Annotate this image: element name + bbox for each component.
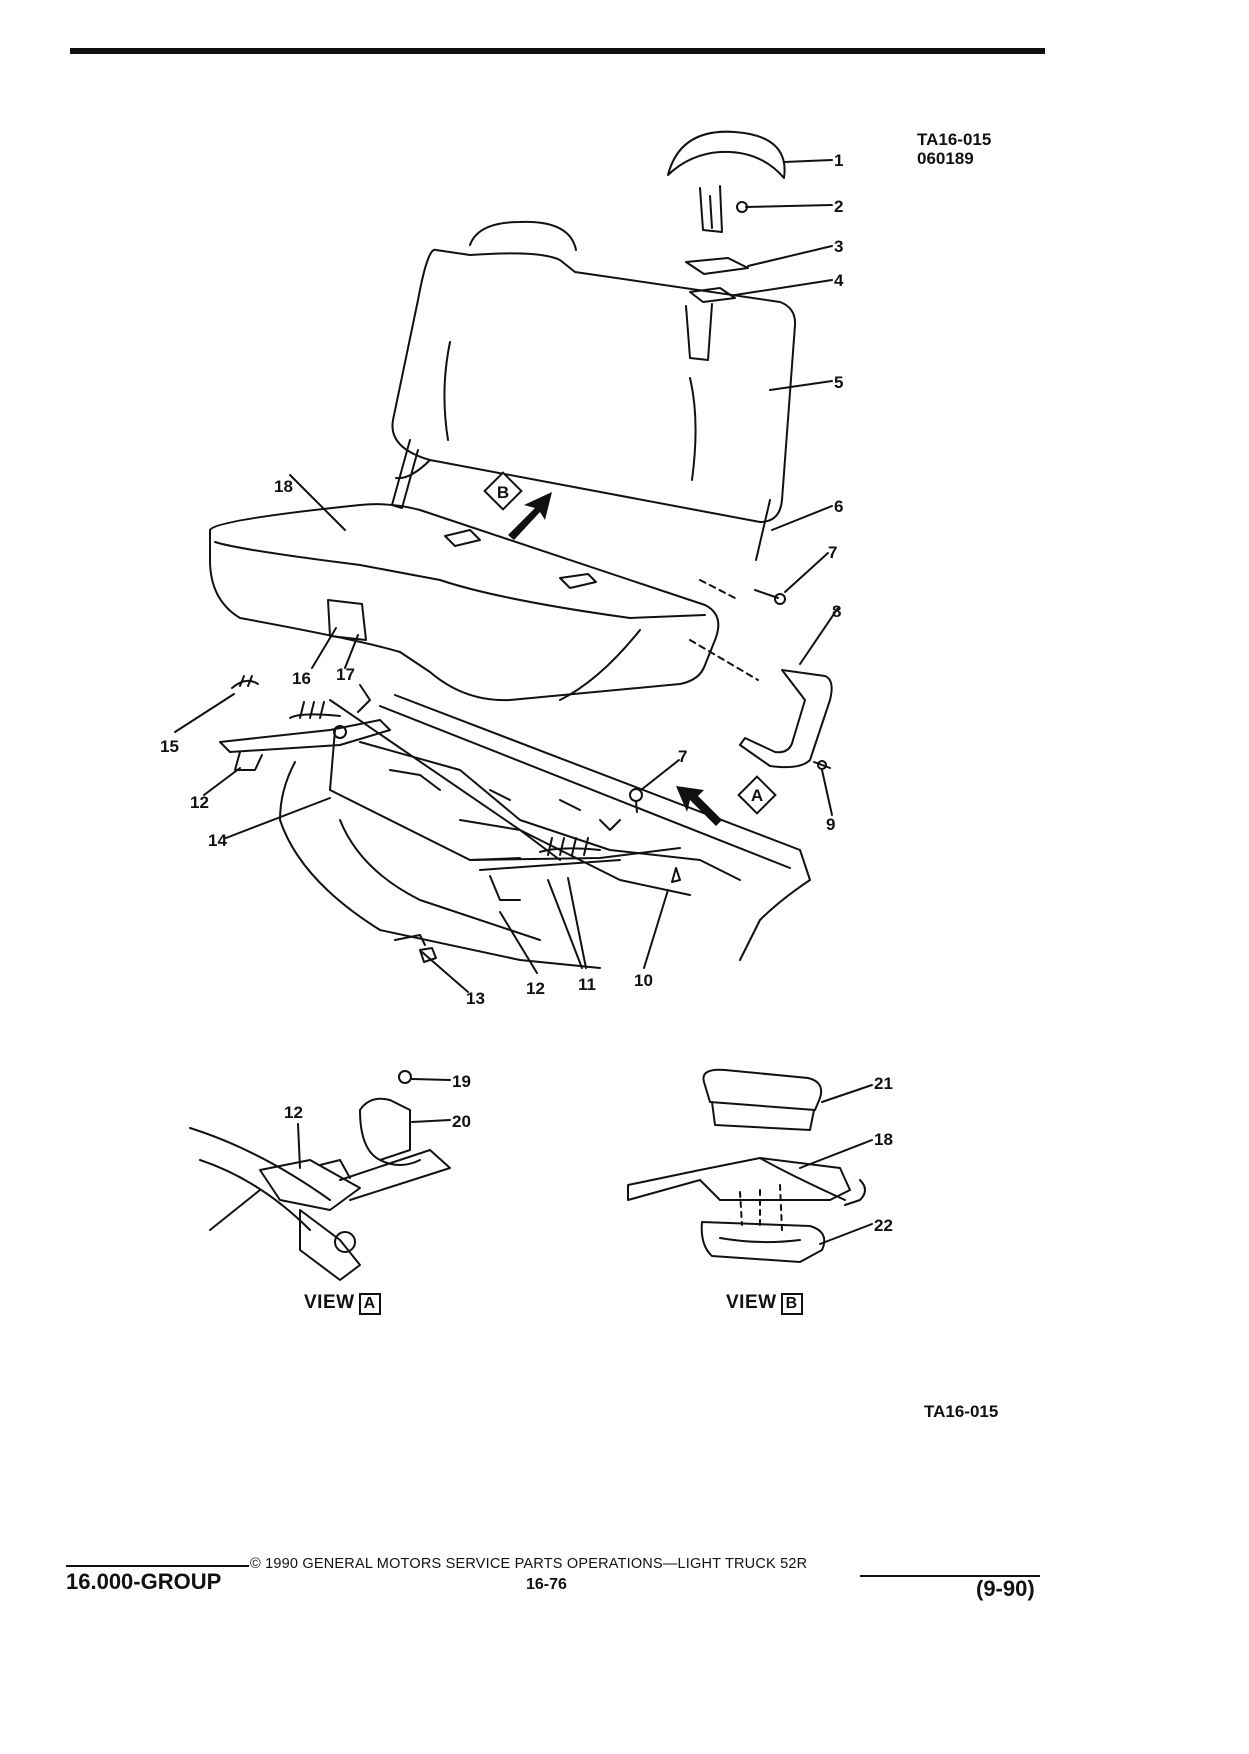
leader-18b [799,1139,873,1169]
callout-5: 5 [834,373,843,392]
leader-8 [799,607,839,665]
callout-11: 11 [578,975,596,994]
footer-rule-left [66,1565,249,1567]
view-a-arrow: A [676,775,777,826]
view-b-caption-letter: B [780,1293,803,1315]
leader-1 [783,159,833,163]
leader-12a [203,767,241,796]
leader-14 [225,797,331,839]
hidden-lines [689,579,759,681]
leader-16 [311,627,337,669]
bolt-part-7b [629,788,643,813]
screw-part-19 [398,1070,412,1084]
headrest-part [667,130,786,233]
callout-14: 14 [208,831,227,850]
leader-12c [297,1123,301,1169]
view-b-caption-word: VIEW [726,1292,777,1313]
leader-3 [747,245,833,267]
leader-18a [289,474,346,531]
callout-2: 2 [834,197,843,216]
bolt-part-7a [754,589,786,605]
callout-19: 19 [452,1072,471,1091]
spring-part-15 [231,675,259,689]
leader-21 [821,1084,873,1103]
figure-code-bottom: TA16-015 [924,1402,999,1421]
callout-10: 10 [634,971,653,990]
view-a-marker-letter: A [751,786,763,805]
view-a-detail [189,1097,451,1281]
callout-22: 22 [874,1216,893,1235]
leader-10 [643,889,669,969]
view-a-caption-word: VIEW [304,1292,355,1313]
bracket-part-8 [739,669,833,769]
callout-17: 17 [336,665,355,684]
callout-8: 8 [832,602,841,621]
footer-copyright: © 1990 GENERAL MOTORS SERVICE PARTS OPER… [250,1556,808,1572]
leader-12b [499,911,538,974]
callout-12c: 12 [284,1103,303,1122]
callout-7a: 7 [828,543,837,562]
leader-17 [344,634,359,669]
seat-cushion-part [209,503,720,702]
callout-1: 1 [834,151,843,170]
leader-20 [411,1119,451,1123]
callout-6: 6 [834,497,843,516]
callout-18b: 18 [874,1130,893,1149]
seat-back-part [391,220,797,561]
callout-18a: 18 [274,477,293,496]
leader-22 [819,1223,873,1245]
floor-and-frame [279,694,811,969]
leader-9 [821,769,833,816]
footer-page-number: 16-76 [526,1576,567,1593]
view-b-marker-letter: B [497,483,509,502]
callout-20: 20 [452,1112,471,1131]
callout-16: 16 [292,669,311,688]
callout-9: 9 [826,815,835,834]
callout-labels: 1 2 3 4 5 6 7 8 7 9 10 11 12 13 14 12 15… [160,151,893,1235]
leader-11a [547,879,583,969]
view-a-caption-letter: A [358,1293,381,1315]
callout-15: 15 [160,737,179,756]
figure-date: 060189 [917,149,974,168]
bolt-part-10 [671,867,681,883]
leader-7a [784,552,829,593]
adjuster-frames [219,684,681,901]
leader-13 [421,951,469,993]
callout-3: 3 [834,237,843,256]
figure-code: TA16-015 [917,130,992,149]
leader-4 [734,279,833,296]
guide-part-4 [689,287,736,303]
callout-21: 21 [874,1074,893,1093]
footer-rule-right [860,1575,1040,1577]
leader-6 [771,505,833,531]
footer-revision: (9-90) [976,1576,1035,1601]
leader-5 [769,380,833,391]
callout-12a: 12 [190,793,209,812]
leader-15 [174,693,235,733]
callout-7b: 7 [678,747,687,766]
callout-12b: 12 [526,979,545,998]
callout-4: 4 [834,271,844,290]
screw-part-9 [813,761,831,769]
leader-2 [745,204,833,208]
bezel-part-3 [685,257,749,275]
guide-post-4 [685,303,713,361]
footer-group: 16.000-GROUP [66,1569,222,1594]
view-b-arrow: B [483,471,552,540]
figure-code-block: TA16-015 060189 [917,130,991,168]
view-b-detail [627,1068,866,1263]
leader-19 [411,1078,451,1081]
callout-13: 13 [466,989,485,1008]
leader-7b [640,759,680,791]
top-rule [70,48,1045,54]
leader-11b [567,877,587,969]
